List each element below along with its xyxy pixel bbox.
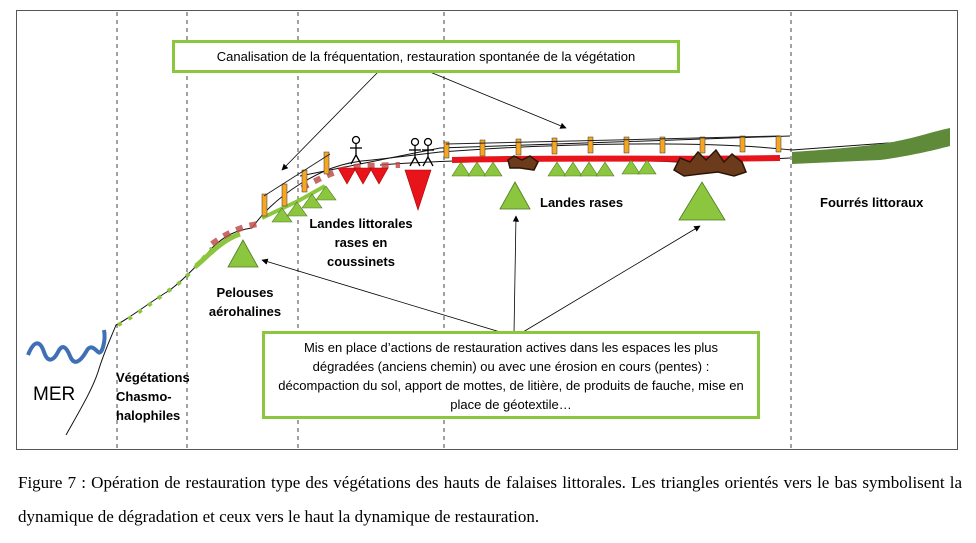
arrow-bottom-pelouses: [261, 258, 511, 336]
coastal-shrub: [792, 128, 950, 164]
arrow-top-right: [429, 71, 567, 129]
degradation-triangle: [353, 167, 373, 185]
figure-frame: [16, 10, 958, 450]
fence-post: [515, 138, 522, 156]
arrows: [261, 71, 701, 336]
fence-wire: [263, 135, 781, 197]
restoration-triangle: [301, 193, 323, 209]
hiker-icon: [350, 135, 362, 165]
fence-post: [323, 151, 330, 175]
restoration-triangle-large: [227, 239, 259, 268]
label-chasmo-halophiles: Végétations Chasmo-halophiles: [116, 370, 190, 423]
fence-post: [659, 136, 666, 154]
degradation-triangle: [337, 167, 357, 185]
restoration-triangle: [467, 161, 487, 177]
fence-post: [775, 135, 782, 153]
top-note-box: Canalisation de la fréquentation, restau…: [172, 40, 680, 73]
bottom-note-box: Mis en place d’actions de restauration a…: [262, 331, 760, 419]
degradation-triangle: [369, 167, 389, 185]
degraded-trail: [210, 162, 401, 247]
restoration-small-triangles: [271, 159, 657, 223]
restoration-triangle: [271, 207, 293, 223]
hikers-pair-icon: [409, 137, 434, 167]
litter-patch: [673, 148, 747, 177]
fence-post: [587, 136, 594, 154]
restoration-triangle: [579, 161, 599, 177]
cliff-top-line: [299, 135, 791, 177]
fence-post: [551, 137, 558, 155]
label-pelouses: Pelouses aérohalines: [208, 285, 282, 319]
label-fourres-littoraux: Fourrés littoraux: [820, 195, 924, 210]
restoration-triangle: [621, 159, 641, 175]
fence-post: [479, 139, 486, 157]
litter-patches: [507, 148, 747, 177]
fence-post: [623, 136, 630, 154]
fence-posts: [261, 135, 782, 217]
restoration-triangle: [563, 161, 583, 177]
fence-post: [443, 141, 450, 159]
fence-post: [699, 136, 706, 154]
litter-patch: [507, 155, 539, 171]
arrow-bottom-landes: [512, 215, 520, 334]
fence-post: [739, 135, 746, 153]
restoration-triangle: [315, 185, 337, 201]
pelouses-vegetation-line: [194, 231, 241, 268]
degradation-triangles: [337, 167, 432, 211]
restoration-triangle-large: [678, 181, 726, 221]
restoration-triangle-large: [499, 181, 531, 210]
figure-caption: Figure 7 : Opération de restauration typ…: [18, 473, 962, 526]
fence-post: [281, 183, 288, 207]
restored-green-band: [261, 184, 326, 220]
sea-wave: [26, 329, 107, 364]
label-landes-rases: Landes rases: [540, 195, 624, 210]
restoration-triangle: [637, 159, 657, 175]
arrow-bottom-lande-right: [517, 225, 701, 336]
chasmo-vegetation-dots: [117, 246, 214, 327]
fence-post: [301, 169, 308, 193]
label-mer: MER: [33, 384, 76, 405]
restoration-triangle: [595, 161, 615, 177]
fence-post: [261, 193, 268, 217]
restoration-triangle: [286, 201, 308, 217]
restoration-triangle: [451, 161, 471, 177]
restoration-large-triangles: [227, 181, 726, 268]
restoration-triangle: [483, 161, 503, 177]
arrow-top-left: [281, 71, 379, 171]
label-landes-coussinets: Landes littorales rases en coussinets: [309, 216, 413, 269]
degradation-triangle-large: [404, 169, 432, 211]
restoration-triangle: [547, 161, 567, 177]
